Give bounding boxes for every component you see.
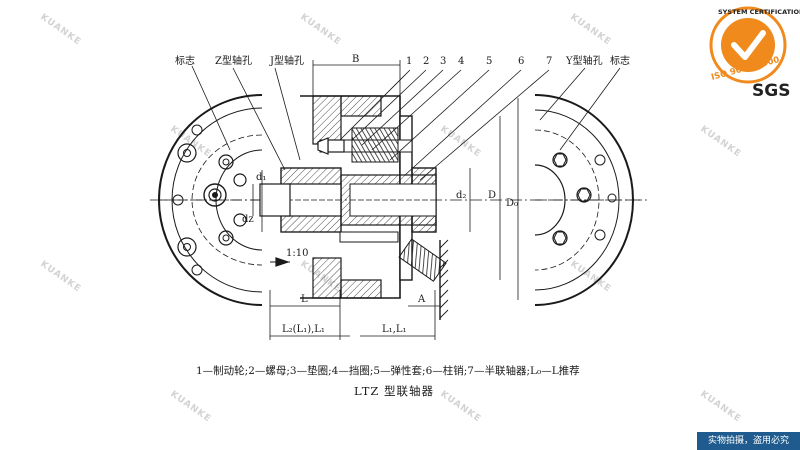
label-dim-d2: d₂ xyxy=(456,190,466,201)
label-mark-right: 标志 xyxy=(610,54,630,67)
logo-sgs-text: SGS xyxy=(752,81,790,101)
watermark-text: KUANKE xyxy=(698,124,743,159)
label-part-2: 2 xyxy=(423,56,429,67)
logo-arc-text: SYSTEM CERTIFICATION xyxy=(718,8,800,16)
label-part-1: 1 xyxy=(406,56,412,67)
label-dim-d1: d₁ xyxy=(256,172,266,183)
certification-logo: SYSTEM CERTIFICATION ISO 9001:2000 SGS xyxy=(709,6,800,101)
label-mark-left: 标志 xyxy=(175,54,195,67)
copyright-badge: 实物拍摄，盗用必究 xyxy=(697,432,800,450)
watermark-text: KUANKE xyxy=(438,124,483,159)
label-dim-l: L xyxy=(301,294,308,305)
label-part-5: 5 xyxy=(486,56,492,67)
section-view xyxy=(150,60,650,340)
watermark-text: KUANKE xyxy=(568,259,613,294)
watermark-text: KUANKE xyxy=(568,12,613,47)
check-mark-icon xyxy=(731,30,766,60)
label-part-4: 4 xyxy=(458,56,464,67)
label-part-6: 6 xyxy=(518,56,524,67)
label-dim-l-combo: L₂(L₁),L₁ xyxy=(282,324,325,335)
label-part-7: 7 xyxy=(546,56,552,67)
label-dim-d0: D₀ xyxy=(506,198,518,209)
watermark-text: KUANKE xyxy=(38,12,83,47)
label-dim-a: A xyxy=(417,294,426,305)
label-part-3: 3 xyxy=(440,56,446,67)
watermark-text: KUANKE xyxy=(698,389,743,424)
label-dim-b: B xyxy=(352,54,359,65)
caption: 1—制动轮;2—螺母;3—垫圈;4—挡圈;5—弹性套;6—柱销;7—半联轴器;L… xyxy=(196,364,580,377)
figure-title: LTZ 型联轴器 xyxy=(354,384,434,398)
label-z-bore: Z型轴孔 xyxy=(215,54,252,67)
watermark-text: KUANKE xyxy=(38,259,83,294)
label-dim-d: D xyxy=(488,190,496,201)
label-taper: 1:10 xyxy=(286,248,308,259)
label-dim-l-combo-right: L₁,L₁ xyxy=(382,324,406,335)
label-dim-dz: dz xyxy=(242,214,254,225)
drawing-labels: 标志 Z型轴孔 J型轴孔 B 1 2 3 4 5 6 7 Y型轴孔 标志 D D… xyxy=(175,54,630,335)
watermark-text: KUANKE xyxy=(298,12,343,47)
label-y-bore: Y型轴孔 xyxy=(565,54,603,67)
watermark-text: KUANKE xyxy=(438,389,483,424)
watermark-text: KUANKE xyxy=(168,389,213,424)
label-j-bore: J型轴孔 xyxy=(269,54,304,67)
